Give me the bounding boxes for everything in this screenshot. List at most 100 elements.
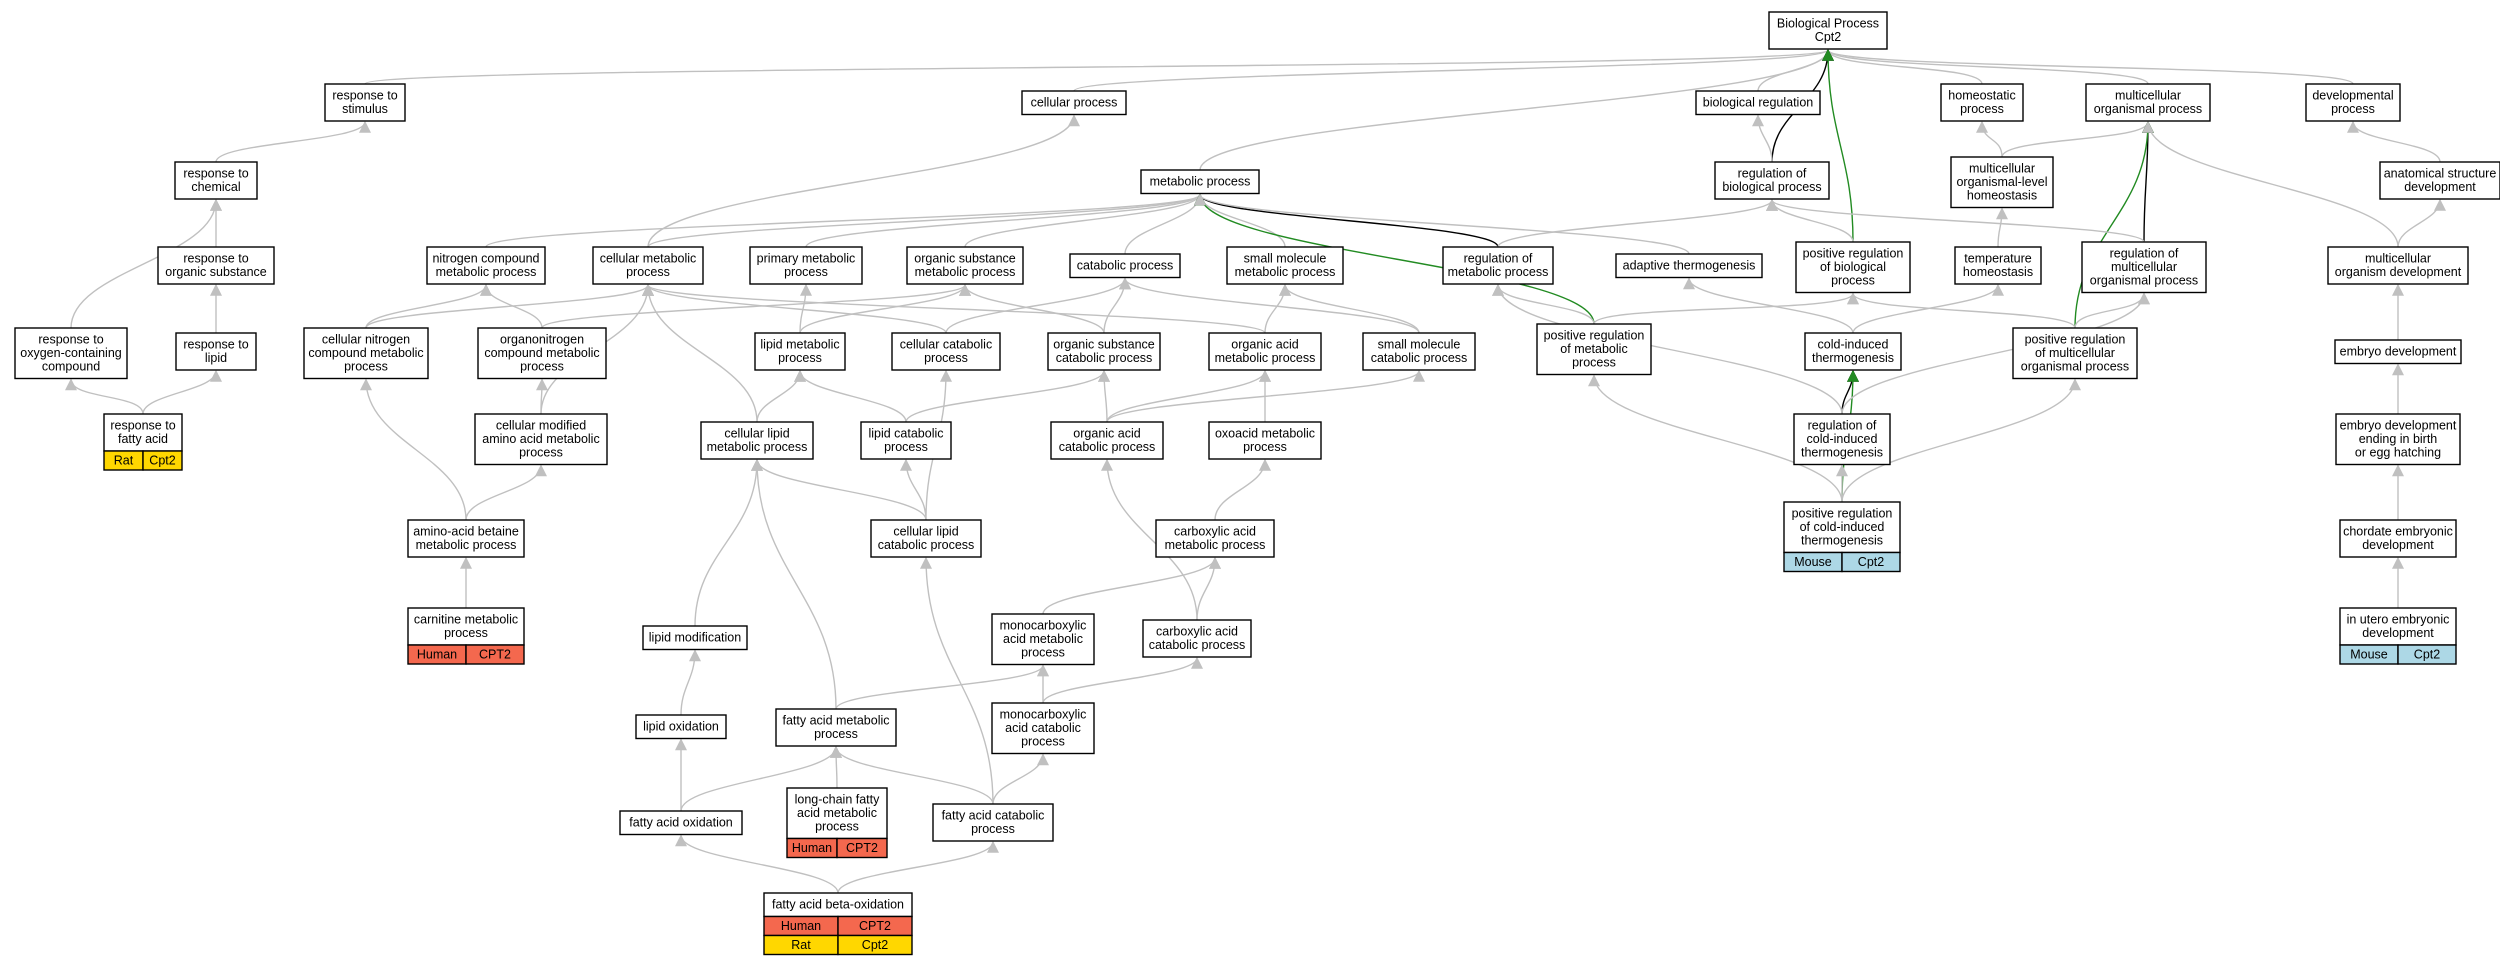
edge-organonitro-to-nitro-comp (480, 283, 543, 329)
edge-reg-multi-to-reg-bio (1766, 198, 2145, 243)
edge-amino-betaine-to-cell-nitro (360, 378, 467, 521)
term-box (932, 803, 1054, 842)
term-box (2327, 246, 2469, 285)
term-label: long-chain fatty (795, 793, 881, 807)
term-label: process (924, 351, 968, 365)
term-box (891, 332, 1001, 371)
term-label: small molecule (1244, 252, 1327, 266)
term-label: organonitrogen (500, 333, 584, 347)
term-node-metab[interactable]: metabolic process (1140, 169, 1260, 195)
term-node-catab[interactable]: catabolic process (1069, 253, 1181, 279)
annotation-cell-rat (142, 450, 183, 471)
term-box (1226, 246, 1344, 285)
edge-lipid-mod-to-cell-lipid-metab (694, 458, 763, 627)
term-label: regulation of (1464, 252, 1533, 266)
term-node-lipid-ox[interactable]: lipid oxidation (635, 714, 727, 740)
term-node-fatty-ox[interactable]: fatty acid oxidation (619, 810, 743, 836)
gene-label: Cpt2 (1858, 555, 1884, 569)
term-label: process (815, 820, 859, 834)
term-box (775, 708, 897, 747)
term-label: process (444, 626, 488, 640)
annotation-cell-rat (837, 934, 913, 956)
term-node-bio-reg[interactable]: biological regulation (1695, 90, 1821, 116)
term-label: chordate embryonic (2343, 525, 2453, 539)
edge-dev-proc-to-bp (1822, 48, 2354, 85)
term-label: cellular process (1031, 96, 1118, 110)
term-label: metabolic process (1448, 265, 1549, 279)
term-label: acid catabolic (1005, 721, 1081, 735)
term-node-embryo-dev[interactable]: embryo development (2334, 339, 2462, 365)
edge-cell-lipid-metab-to-lipid-metab (756, 369, 806, 423)
term-node-lipid-mod[interactable]: lipid modification (642, 625, 748, 651)
term-label: multicellular (1969, 162, 2035, 176)
annotation-cell-human (465, 644, 525, 665)
term-label: anatomical structure (2384, 167, 2497, 181)
term-box (1804, 332, 1902, 371)
term-box (174, 161, 258, 200)
term-node-cell-proc[interactable]: cellular process (1021, 90, 1127, 116)
term-node-adapt-thermo[interactable]: adaptive thermogenesis (1615, 253, 1763, 279)
gene-label: CPT2 (479, 648, 511, 662)
term-label: metabolic process (1165, 538, 1266, 552)
edge-cell-catab-to-catab (945, 277, 1131, 334)
term-box (477, 327, 607, 380)
term-box (1050, 421, 1164, 460)
term-label: acid metabolic (1003, 632, 1083, 646)
term-box (1536, 323, 1652, 376)
